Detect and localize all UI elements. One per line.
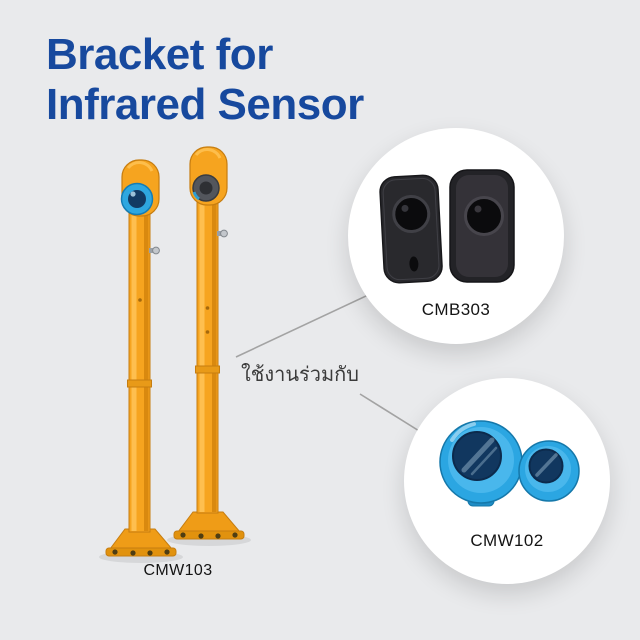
connector-line-bottom xyxy=(359,393,425,435)
black-sensor-model-label: CMB303 xyxy=(421,300,491,319)
callout-black-sensor: CMB303 xyxy=(348,128,564,344)
blue-infrared-sensor-pair-icon xyxy=(439,420,580,507)
page-title-line1: Bracket for xyxy=(46,30,273,79)
compatibility-note: ใช้งานร่วมกับ xyxy=(241,364,359,386)
blue-sensor-model-label: CMW102 xyxy=(470,531,544,550)
callout-blue-sensor: CMW102 xyxy=(404,378,610,584)
bracket-model-label: CMW103 xyxy=(143,562,213,579)
page-title: Bracket for Infrared Sensor xyxy=(46,30,364,129)
bracket-pole-left-icon xyxy=(99,159,183,563)
bracket-pole-right-icon xyxy=(167,146,251,546)
page-title-line2: Infrared Sensor xyxy=(46,79,364,129)
black-infrared-sensor-pair-icon xyxy=(379,169,515,284)
